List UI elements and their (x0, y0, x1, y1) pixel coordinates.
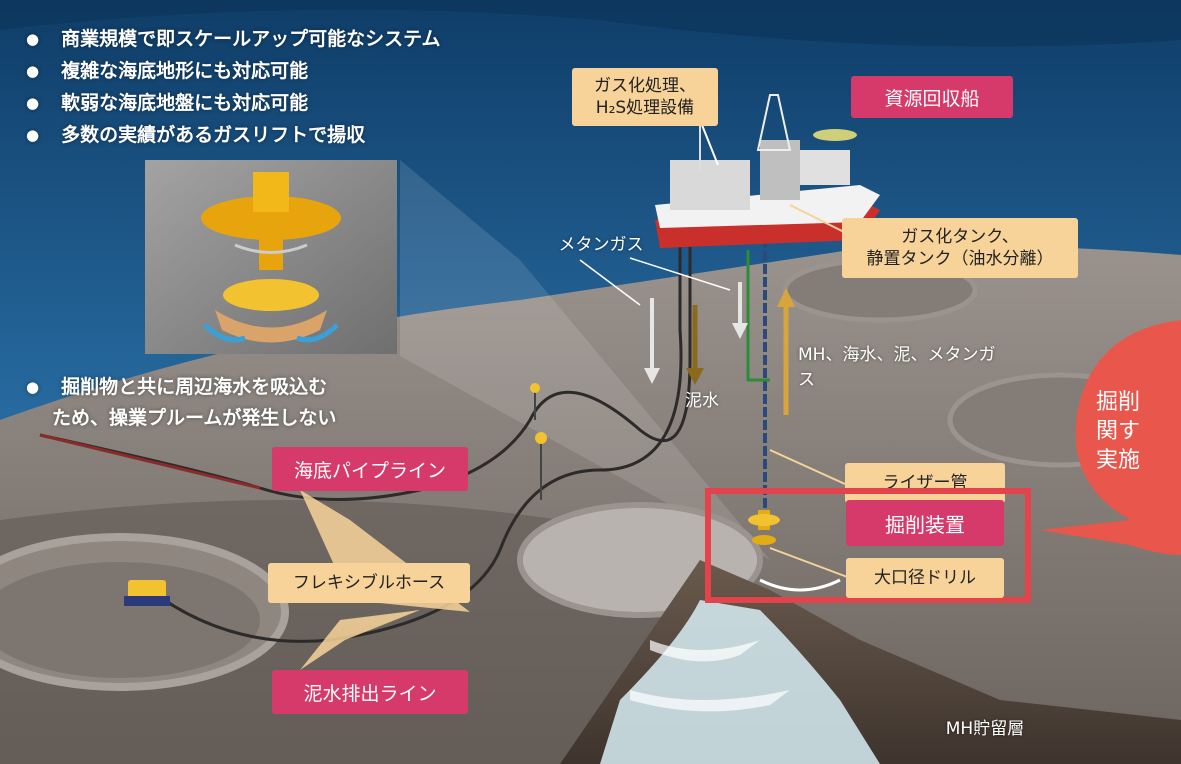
label-large-drill: 大口径ドリル (846, 558, 1004, 598)
reservoir-vein-2 (630, 690, 790, 712)
label-drilling-device: 掘削装置 (846, 500, 1004, 546)
feature-item: 商業規模で即スケールアップ可能なシステム (26, 24, 440, 56)
label-methane-gas: メタンガス (558, 235, 644, 255)
inset-projection (400, 160, 770, 560)
feature-item: 複雑な海底地形にも対応可能 (26, 56, 441, 88)
drill-inset-illustration (145, 160, 397, 354)
sea-highlight (0, 0, 1181, 47)
rov-vehicle (124, 580, 170, 606)
feature-list-top: 商業規模で即スケールアップ可能なシステム 複雑な海底地形にも対応可能 軟弱な海底… (26, 24, 441, 152)
crater-left-inner (0, 562, 260, 678)
label-mh-reservoir: MH貯留層 (945, 719, 1025, 739)
green-line (746, 250, 770, 382)
label-mud-water: 泥水 (685, 391, 719, 411)
seabed-drill (748, 510, 780, 545)
feature-item: 多数の実績があるガスリフトで揚収 (26, 120, 441, 152)
label-gas-processing: ガス化処理、 H₂S処理設備 (572, 68, 718, 126)
reservoir-white (600, 600, 880, 764)
callout-bubble (1040, 320, 1181, 555)
reservoir-vein-3 (759, 578, 841, 592)
reservoir-vein-1 (650, 640, 760, 662)
buoy-1 (530, 383, 540, 393)
feature-item: 軟弱な海底地盤にも対応可能 (26, 88, 441, 120)
label-resource-ship: 資源回収船 (851, 76, 1013, 118)
hose-pointer (300, 610, 420, 670)
label-gas-tank: ガス化タンク、 静置タンク（油水分離） (842, 218, 1078, 278)
feature-item-bottom: ●掘削物と共に周辺海水を吸込む ため、操業プルームが発生しない (26, 376, 337, 429)
label-upflow-mix: MH、海水、泥、メタンガス (798, 345, 996, 390)
flexible-hose-line (149, 230, 683, 643)
callout-text: 掘削 関す 実施 (1096, 390, 1141, 473)
label-seabed-pipeline: 海底パイプライン (272, 447, 468, 491)
drill-highlight-box (705, 488, 1031, 603)
buoy-2 (535, 432, 547, 444)
red-pipeline (39, 433, 261, 490)
resource-ship (655, 94, 880, 248)
label-mud-discharge-line: 泥水排出ライン (272, 670, 468, 714)
label-flexible-hose: フレキシブルホース (268, 563, 470, 603)
